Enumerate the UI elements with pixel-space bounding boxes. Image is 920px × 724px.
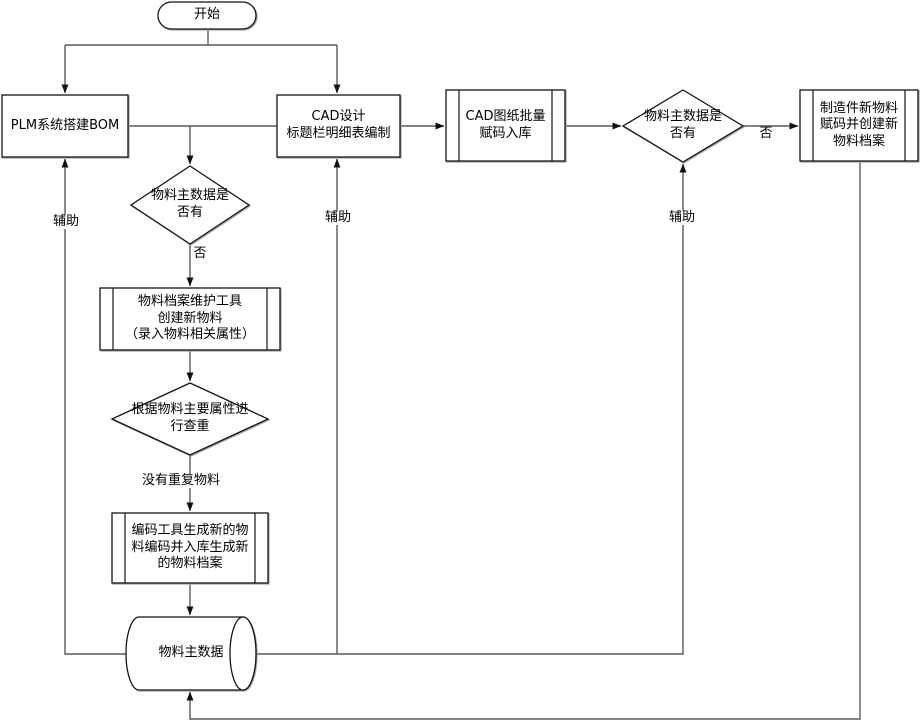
edge-mfg-to-db [186,161,861,720]
edge-db-to-plm-assist [61,158,127,655]
material-archive-tool-label: 物料档案维护工具 创建新物料 （录入物料相关属性） [124,294,255,343]
material-archive-tool-shape [99,287,281,351]
material-master-db-shape [125,616,257,691]
edge-label-assist-right: 辅助 [666,210,698,226]
cad-batch-coding-shape [445,89,566,162]
decision-dup-check-label: 根据物料主要属性进 行查重 [131,402,249,434]
decision-dup-check-shape [110,382,270,456]
edge-label-no-duplicate: 没有重复物料 [139,473,223,489]
cad-design-shape [276,94,401,158]
cad-batch-coding-label: CAD图纸批量 赋码入库 [465,108,546,141]
edge-label-assist-left: 辅助 [50,214,82,230]
coding-tool-shape [111,512,269,584]
edge-label-no-right: 否 [757,126,775,142]
mfg-new-material-shape [799,89,919,162]
edge-label-no-left: 否 [191,246,209,262]
cad-design-label: CAD设计 标题栏明细表编制 [286,109,391,141]
coding-tool-label: 编码工具生成新的物 料编码并入库生成新 的物料档案 [131,523,249,572]
material-master-db-label: 物料主数据 [158,645,224,661]
decision-master-right-label: 物料主数据是 否有 [643,109,722,141]
decision-master-left-shape [129,165,251,245]
decision-master-right-shape [621,89,745,163]
start-node-shape [157,1,257,30]
mfg-new-material-label: 制造件新物料 赋码并创建新 物料档案 [819,100,898,149]
edge-label-assist-mid: 辅助 [322,210,354,226]
plm-bom-shape [1,94,129,158]
start-node-label: 开始 [193,7,220,23]
edge-db-to-decision-right-assist [256,163,687,655]
plm-bom-label: PLM系统搭建BOM [10,117,120,133]
decision-master-left-label: 物料主数据是 否有 [150,188,229,220]
